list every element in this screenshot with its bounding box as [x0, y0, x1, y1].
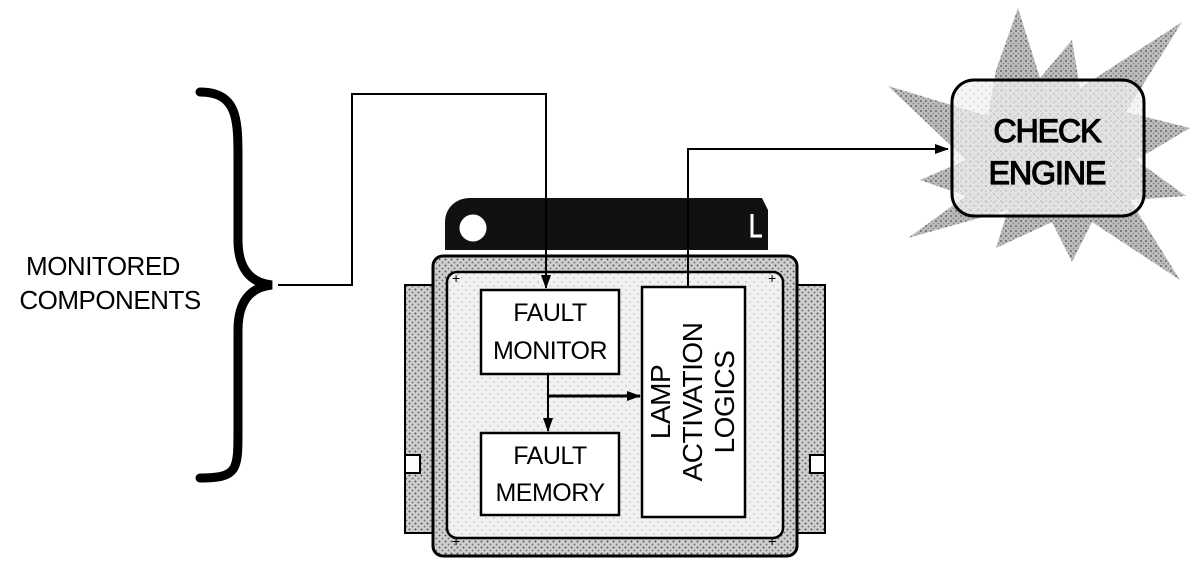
fault-monitor-box: [479, 288, 621, 376]
fault-memory-label-line1: FAULT: [513, 442, 587, 470]
fault-memory-label-line2: MEMORY: [495, 479, 605, 507]
lamp-to-check-engine-arrow: [687, 144, 949, 287]
monitored-components-label-line2: COMPONENTS: [19, 285, 201, 315]
fault-memory-box: [479, 431, 621, 517]
check-engine-label-line1: CHECK: [993, 113, 1101, 149]
lamp-activation-label-line1: LAMP: [645, 365, 676, 439]
svg-text:+: +: [768, 270, 776, 286]
input-signal-line: [278, 93, 551, 289]
fault-monitor-label-line1: FAULT: [513, 299, 587, 327]
fault-monitor-label-line2: MONITOR: [493, 337, 607, 365]
lamp-activation-label-line3: LOGICS: [709, 351, 740, 454]
check-engine-label-line2: ENGINE: [989, 155, 1106, 191]
svg-text:+: +: [768, 533, 776, 549]
svg-text:+: +: [452, 533, 460, 549]
ecu-top-connector: [445, 198, 768, 250]
lamp-activation-label-line2: ACTIVATION: [677, 323, 708, 482]
check-engine-lamp: CHECK ENGINE: [888, 8, 1190, 280]
svg-text:+: +: [452, 270, 460, 286]
monitored-components-label-line1: MONITORED: [26, 251, 180, 281]
curly-brace: [195, 87, 273, 483]
lamp-activation-logics-box: [640, 285, 747, 519]
check-engine-panel: [950, 78, 1146, 218]
